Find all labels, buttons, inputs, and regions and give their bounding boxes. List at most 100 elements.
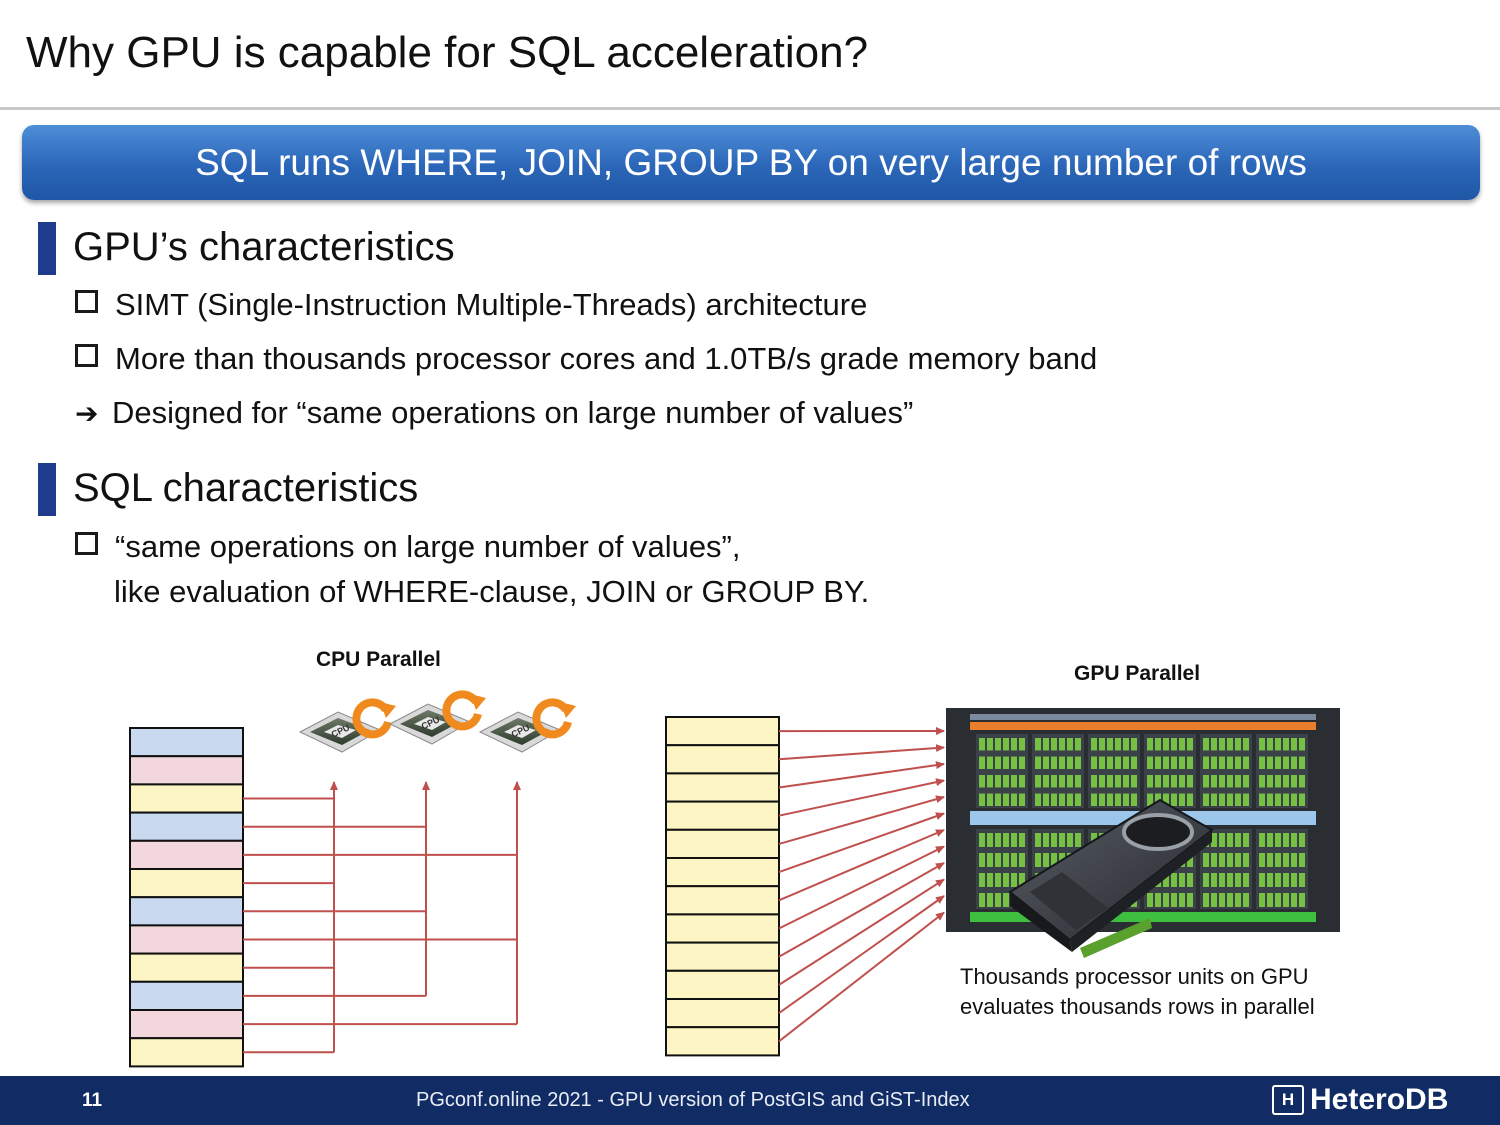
gpu-core-cell [1051, 853, 1057, 867]
gpu-core-cell [1243, 853, 1249, 867]
gpu-table-row [665, 941, 780, 972]
gpu-core-cell [1227, 833, 1233, 847]
gpu-row-arrow [778, 744, 945, 761]
gpu-core-cell [1259, 833, 1265, 847]
gpu-core-cell [1067, 833, 1073, 847]
gpu-core-cell [1291, 893, 1297, 907]
gpu-core-cell [1147, 775, 1153, 788]
cpu-table-row [129, 839, 244, 870]
slide-title: Why GPU is capable for SQL acceleration? [26, 28, 869, 77]
gpu-core-cell [1235, 738, 1241, 751]
gpu-core-cell [1187, 873, 1193, 887]
gpu-core-cell [1003, 853, 1009, 867]
gpu-core-cell [1211, 893, 1217, 907]
gpu-core-cell [1267, 833, 1273, 847]
gpu-core-cell [1259, 793, 1265, 806]
gpu-core-cell [1043, 833, 1049, 847]
gpu-core-cell [1011, 738, 1017, 751]
cpu-table-row [129, 924, 244, 955]
gpu-core-cell [1043, 853, 1049, 867]
gpu-core-cell [1035, 756, 1041, 769]
gpu-core-cell [1219, 853, 1225, 867]
section-heading-gpu: GPU’s characteristics [73, 225, 455, 269]
gpu-core-cell [1011, 853, 1017, 867]
arrow-right-icon: ➔ [75, 398, 99, 429]
gpu-core-cell [979, 893, 985, 907]
gpu-core-cell [1291, 833, 1297, 847]
gpu-core-cell [1299, 756, 1305, 769]
gpu-core-cell [995, 793, 1001, 806]
cpu-table-row [129, 1009, 244, 1040]
gpu-core-cell [1067, 775, 1073, 788]
gpu-core-cell [1187, 793, 1193, 806]
gpu-core-cell [1283, 893, 1289, 907]
gpu-core-cell [1163, 793, 1169, 806]
gpu-core-cell [1107, 793, 1113, 806]
bullet-simt: SIMT (Single-Instruction Multiple-Thread… [75, 287, 867, 323]
gpu-core-cell [1187, 893, 1193, 907]
gpu-core-cell [987, 873, 993, 887]
gpu-core-cell [1187, 775, 1193, 788]
gpu-core-cell [1059, 793, 1065, 806]
gpu-core-cell [1107, 775, 1113, 788]
gpu-core-cell [1075, 793, 1081, 806]
gpu-core-cell [1243, 893, 1249, 907]
gpu-core-cell [1179, 793, 1185, 806]
gpu-core-cell [979, 833, 985, 847]
gpu-core-cell [1171, 756, 1177, 769]
gpu-core-cell [1275, 893, 1281, 907]
gpu-core-cell [1291, 853, 1297, 867]
gpu-core-cell [1203, 873, 1209, 887]
gpu-core-cell [1163, 756, 1169, 769]
cpu-chip-label-plate [504, 725, 536, 738]
gpu-row-arrow [778, 895, 945, 1014]
gpu-table-row [665, 744, 780, 775]
gpu-core-cell [1099, 775, 1105, 788]
gpu-core-cell [1235, 756, 1241, 769]
gpu-core-cell [979, 738, 985, 751]
gpu-core-cell [1003, 793, 1009, 806]
gpu-core-cell [1283, 756, 1289, 769]
slide-footer: 11 PGconf.online 2021 - GPU version of P… [0, 1076, 1500, 1125]
gpu-core-cell [1227, 853, 1233, 867]
gpu-core-cell [1019, 833, 1025, 847]
gpu-core-cell [1203, 893, 1209, 907]
cpu-table-row [129, 727, 244, 758]
gpu-core-cell [1211, 756, 1217, 769]
gpu-core-cell [1283, 775, 1289, 788]
gpu-table-row [665, 1026, 780, 1057]
gpu-core-cell [1203, 775, 1209, 788]
gpu-core-cell [1051, 756, 1057, 769]
gpu-core-cell [1235, 775, 1241, 788]
gpu-core-cell [1283, 833, 1289, 847]
gpu-core-cell [1227, 775, 1233, 788]
gpu-core-cell [1099, 793, 1105, 806]
gpu-core-cell [1227, 893, 1233, 907]
gpu-core-cell [995, 775, 1001, 788]
gpu-row-arrow [778, 829, 945, 902]
gpu-core-cell [1283, 738, 1289, 751]
gpu-die-memory-bar [970, 912, 1316, 922]
gpu-core-cell [1211, 738, 1217, 751]
gpu-core-cell [1059, 833, 1065, 847]
gpu-core-cell [1003, 833, 1009, 847]
gpu-core-cell [1115, 738, 1121, 751]
gpu-core-cell [1155, 775, 1161, 788]
gpu-core-cell [1059, 775, 1065, 788]
gpu-core-cell [1147, 738, 1153, 751]
gpu-core-cell [1259, 756, 1265, 769]
gpu-core-cell [1179, 738, 1185, 751]
gpu-core-cell [995, 738, 1001, 751]
gpu-core-cell [1019, 793, 1025, 806]
gpu-core-cell [1299, 853, 1305, 867]
cpu-table-row [129, 755, 244, 786]
gpu-row-arrow [778, 862, 945, 958]
gpu-core-cell [1235, 853, 1241, 867]
gpu-die-engine-bar [970, 722, 1316, 730]
gpu-core-cell [987, 833, 993, 847]
gpu-core-cell [987, 756, 993, 769]
gpu-core-cell [1179, 873, 1185, 887]
gpu-core-cell [1043, 738, 1049, 751]
